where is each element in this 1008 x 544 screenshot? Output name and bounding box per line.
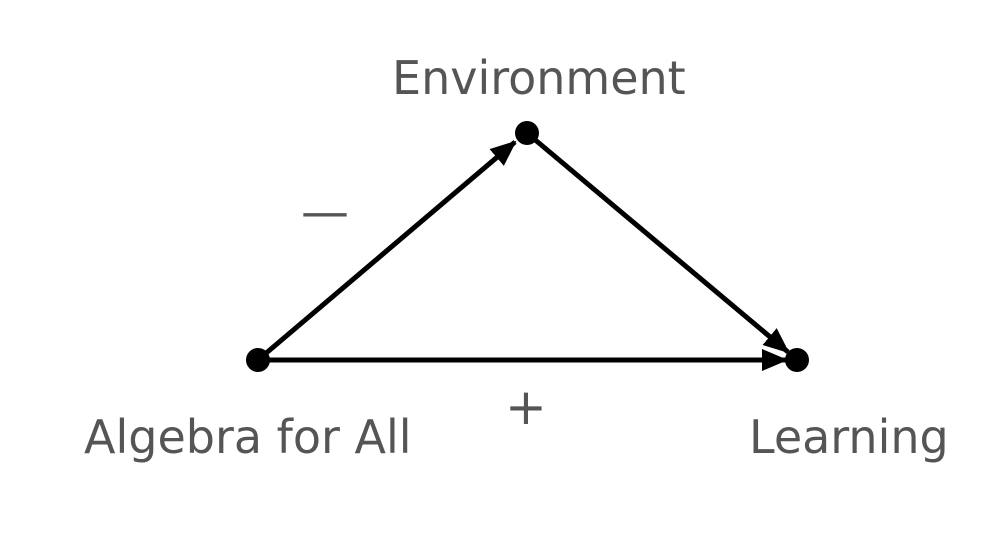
node-label-algebra-for-all: Algebra for All [84,410,412,464]
edge-algebra-to-environment [256,140,517,362]
node-learning-dot [785,348,809,372]
node-label-learning: Learning [749,410,949,464]
node-environment-dot [515,121,539,145]
node-label-environment: Environment [392,51,686,105]
edge-sign-negative: — [301,184,349,240]
node-algebra-dot [246,348,270,372]
edge-sign-positive: + [505,378,547,436]
edge-environment-to-learning [525,131,790,354]
